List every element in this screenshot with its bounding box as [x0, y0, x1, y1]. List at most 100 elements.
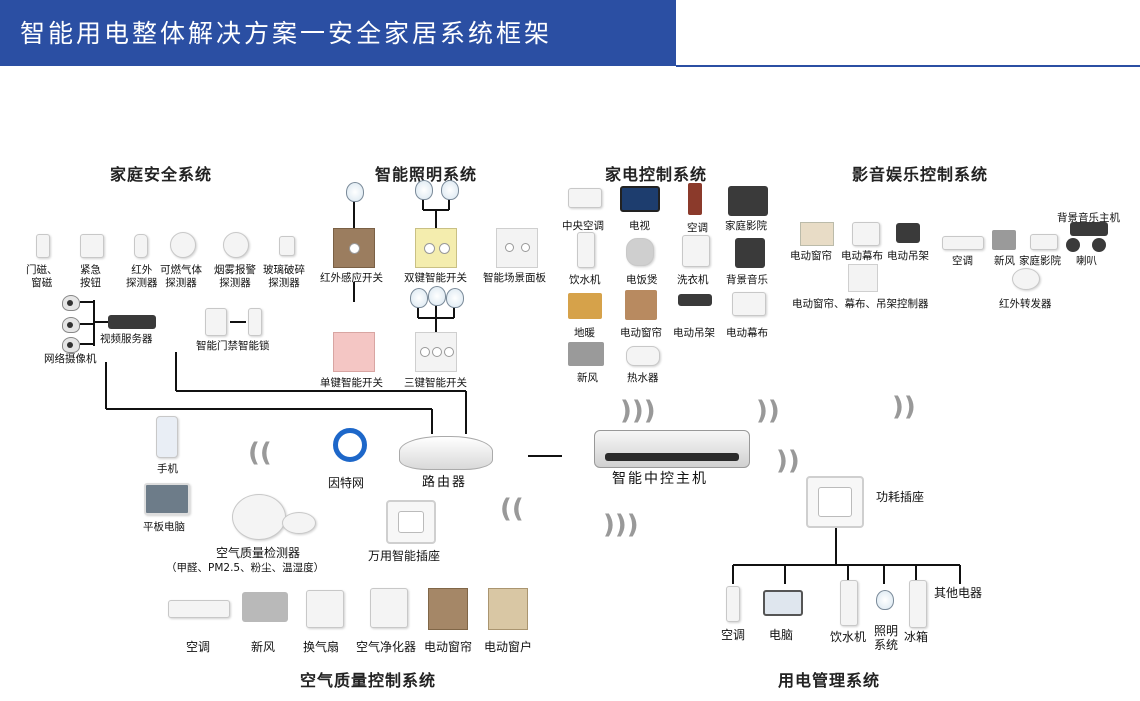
wifi-icon: )) [892, 394, 916, 420]
scene-panel-icon [496, 228, 538, 268]
speaker-label: 喇叭 [1076, 255, 1097, 268]
switch-key-icon [444, 347, 454, 357]
smoke-detector-icon [223, 232, 249, 258]
door-magnet-label: 门磁、 窗磁 [26, 264, 58, 290]
av-theater-icon [1030, 234, 1058, 250]
bulb-icon [415, 180, 433, 200]
ir-detector-icon [134, 234, 148, 258]
speaker-icon [1066, 238, 1080, 252]
air-ac-icon [168, 600, 230, 618]
av-hanger-label: 电动吊架 [887, 250, 929, 263]
smart-lock-icon [248, 308, 262, 336]
lighting-system-label: 照明 系统 [874, 624, 898, 652]
water-dispenser-label: 饮水机 [569, 274, 601, 287]
meter-socket-icon [806, 476, 864, 528]
rice-cooker-label: 电饭煲 [626, 274, 658, 287]
power-ac-icon [726, 586, 740, 622]
universal-socket-icon [386, 500, 436, 544]
phone-icon [156, 416, 178, 458]
fridge-label: 冰箱 [904, 630, 928, 644]
switch-key-icon [424, 243, 435, 254]
curtain-label: 电动窗帘 [620, 327, 662, 340]
switch-knob-icon [349, 243, 360, 254]
ir-switch-label: 红外感应开关 [320, 272, 383, 285]
socket-face [398, 511, 424, 533]
bulb-icon [346, 182, 364, 202]
air-ac-label: 空调 [186, 640, 210, 654]
bulb-icon [441, 180, 459, 200]
av-screen-icon [852, 222, 880, 246]
section-title-air: 空气质量控制系统 [300, 667, 436, 691]
glass-break-label: 玻璃破碎 探测器 [263, 264, 305, 290]
glass-break-icon [279, 236, 295, 256]
section-title-av: 影音娱乐控制系统 [852, 161, 988, 185]
scene-key-icon [505, 243, 514, 252]
wifi-icon: (( [248, 440, 272, 466]
music-host-label: 背景音乐主机 [1057, 212, 1120, 225]
computer-icon [763, 590, 803, 616]
curtain-icon [625, 290, 657, 320]
light-bulb-icon [876, 590, 894, 610]
ir-detector-label: 红外 探测器 [126, 264, 158, 290]
tv-label: 电视 [629, 220, 650, 233]
wifi-icon: )) [756, 398, 780, 424]
wifi-icon: (( [500, 496, 524, 522]
gas-detector-icon [170, 232, 196, 258]
switch-key-icon [420, 347, 430, 357]
air-curtain-label: 电动窗帘 [424, 640, 472, 654]
hanger-icon [678, 294, 712, 306]
water-dispenser-icon [577, 232, 595, 268]
power-dispenser-icon [840, 580, 858, 626]
fridge-icon [909, 580, 927, 628]
av-theater-label: 家庭影院 [1019, 255, 1061, 268]
ir-switch-icon [333, 228, 375, 268]
ir-transmitter-label: 红外转发器 [999, 298, 1052, 311]
screen-label: 电动幕布 [726, 327, 768, 340]
internet-icon [333, 428, 367, 462]
hub-display-strip [605, 453, 739, 461]
network-camera-label: 网络摄像机 [44, 353, 97, 366]
bulb-icon [446, 288, 464, 308]
wifi-icon: ))) [620, 398, 656, 424]
tv-icon [620, 186, 660, 212]
av-fresh-air-icon [992, 230, 1016, 250]
ac-label: 空调 [687, 222, 708, 235]
hub-icon [594, 430, 750, 468]
av-controller-label: 电动窗帘、幕布、吊架控制器 [792, 298, 929, 311]
ac-unit-icon [688, 183, 702, 215]
door-sensor-icon [36, 234, 50, 258]
bg-music-icon [735, 238, 765, 268]
triple-switch-icon [415, 332, 457, 372]
triple-switch-label: 三键智能开关 [404, 377, 467, 390]
washer-icon [682, 235, 710, 267]
gas-detector-label: 可燃气体 探测器 [160, 264, 202, 290]
home-theater-icon [728, 186, 768, 216]
bulb-icon [428, 286, 446, 306]
double-switch-label: 双键智能开关 [404, 272, 467, 285]
floor-heating-label: 地暖 [574, 327, 595, 340]
camera-icon [62, 337, 80, 353]
scene-panel-label: 智能场景面板 [483, 272, 546, 285]
hanger-label: 电动吊架 [673, 327, 715, 340]
ir-transmitter-icon [1012, 268, 1040, 290]
exhaust-fan-icon [306, 590, 344, 628]
power-window-icon [488, 588, 528, 630]
av-ac-label: 空调 [952, 255, 973, 268]
bg-music-label: 背景音乐 [726, 274, 768, 287]
av-hanger-icon [896, 223, 920, 243]
floor-heating-icon [568, 293, 602, 319]
rice-cooker-icon [626, 238, 654, 266]
air-fresh-label: 新风 [251, 640, 275, 654]
other-appliances-label: 其他电器 [934, 586, 982, 600]
phone-label: 手机 [157, 463, 178, 476]
section-title-power: 用电管理系统 [778, 667, 880, 691]
switch-key-icon [432, 347, 442, 357]
fresh-air-label: 新风 [577, 372, 598, 385]
tablet-icon [144, 483, 190, 515]
smoke-detector-label: 烟雾报警 探测器 [214, 264, 256, 290]
single-switch-label: 单键智能开关 [320, 377, 383, 390]
air-detector-icon [232, 494, 286, 540]
router-label: 路由器 [422, 476, 467, 490]
air-detector-note: （甲醛、PM2.5、粉尘、温湿度） [166, 562, 324, 575]
hub-label: 智能中控主机 [612, 473, 708, 486]
